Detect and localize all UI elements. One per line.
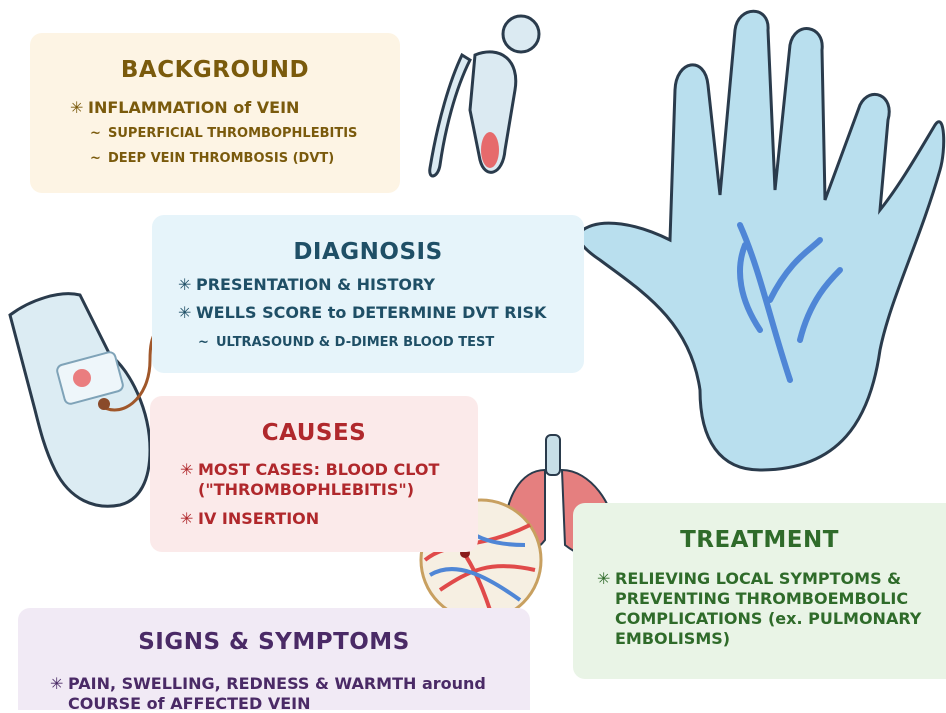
background-title: BACKGROUND — [120, 57, 310, 83]
background-bullet: ✳INFLAMMATION of VEIN — [70, 98, 300, 117]
signs-line-1: ✳PAIN, SWELLING, REDNESS & WARMTH around — [50, 674, 486, 693]
signs-title: SIGNS & SYMPTOMS — [138, 629, 410, 655]
diagnosis-title: DIAGNOSIS — [293, 239, 443, 265]
background-sub-dvt: ~DEEP VEIN THROMBOSIS (DVT) — [90, 151, 335, 166]
star-icon: ✳ — [178, 275, 192, 294]
diagnosis-bullet-presentation: ✳PRESENTATION & HISTORY — [178, 275, 435, 294]
star-icon: ✳ — [70, 98, 84, 117]
causes-bullet-thrombophlebitis: ("THROMBOPHLEBITIS") — [198, 480, 415, 499]
causes-bullet-blood-clot: ✳MOST CASES: BLOOD CLOT — [180, 460, 440, 479]
dash-icon: ~ — [90, 151, 101, 166]
causes-bullet-iv: ✳IV INSERTION — [180, 509, 320, 528]
star-icon: ✳ — [597, 569, 611, 588]
treatment-card: TREATMENT ✳RELIEVING LOCAL SYMPTOMS & PR… — [573, 503, 946, 679]
treatment-line-2: PREVENTING THROMBOEMBOLIC — [615, 589, 909, 608]
background-card: BACKGROUND ✳INFLAMMATION of VEIN ~SUPERF… — [30, 33, 400, 193]
diagnosis-bullet-wells: ✳WELLS SCORE to DETERMINE DVT RISK — [178, 303, 547, 322]
treatment-line-3: COMPLICATIONS (ex. PULMONARY — [615, 609, 922, 628]
star-icon: ✳ — [180, 460, 194, 479]
diagnosis-sub-ultrasound: ~ULTRASOUND & D-DIMER BLOOD TEST — [198, 335, 495, 350]
background-sub-superficial: ~SUPERFICIAL THROMBOPHLEBITIS — [90, 126, 358, 141]
star-icon: ✳ — [50, 674, 64, 693]
signs-line-2: COURSE of AFFECTED VEIN — [68, 694, 311, 713]
leg-pain-figure-icon — [428, 14, 541, 178]
treatment-title: TREATMENT — [680, 527, 839, 553]
treatment-line-1: ✳RELIEVING LOCAL SYMPTOMS & — [597, 569, 902, 588]
iv-hand-icon — [8, 292, 165, 508]
signs-card: SIGNS & SYMPTOMS ✳PAIN, SWELLING, REDNES… — [18, 608, 530, 713]
causes-title: CAUSES — [261, 420, 367, 446]
dash-icon: ~ — [198, 335, 209, 350]
treatment-line-4: EMBOLISMS) — [615, 629, 731, 648]
diagnosis-card: DIAGNOSIS ✳PRESENTATION & HISTORY ✳WELLS… — [152, 215, 584, 373]
star-icon: ✳ — [180, 509, 194, 528]
dash-icon: ~ — [90, 126, 101, 141]
star-icon: ✳ — [178, 303, 192, 322]
causes-card: CAUSES ✳MOST CASES: BLOOD CLOT ("THROMBO… — [150, 396, 478, 552]
hand-with-veins-icon — [577, 9, 946, 472]
